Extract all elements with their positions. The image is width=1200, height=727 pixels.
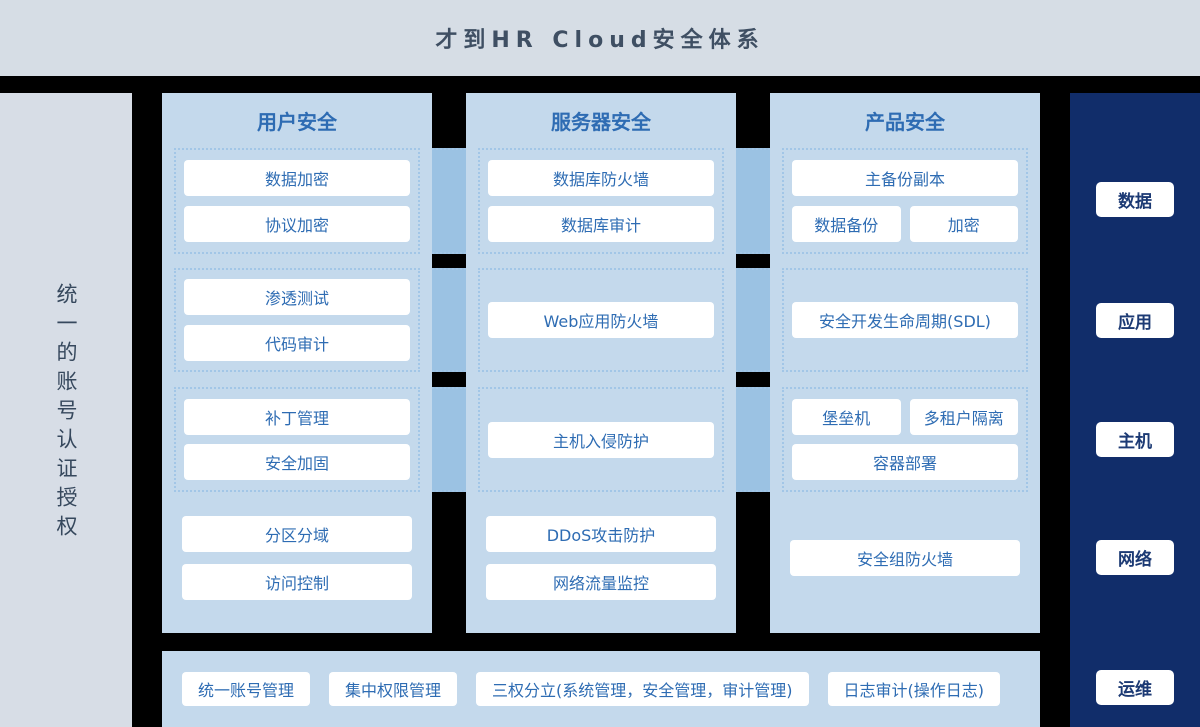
item-row: 协议加密 [184,206,410,242]
security-item: 协议加密 [184,206,410,242]
security-item: 堡垒机 [792,398,901,435]
security-item: 主机入侵防护 [488,421,714,458]
security-item: 数据备份 [792,206,901,242]
right-rail-layers: 数据应用主机网络运维 [1070,93,1200,727]
layer-label: 应用 [1096,303,1174,338]
item-row: 访问控制 [182,563,412,600]
security-item: 安全加固 [184,444,410,481]
connector-strip [736,387,770,492]
column-title: 服务器安全 [551,110,651,134]
item-row: 主备份副本 [792,160,1018,196]
security-column: 用户安全数据加密协议加密渗透测试代码审计补丁管理安全加固分区分域访问控制 [162,93,432,633]
item-row: 代码审计 [184,324,410,361]
security-item: 安全组防火墙 [790,540,1020,576]
page-title: 才到HR Cloud安全体系 [435,28,765,53]
item-row: 主机入侵防护 [488,421,714,458]
security-column: 产品安全主备份副本数据备份加密安全开发生命周期(SDL)堡垒机多租户隔离容器部署… [770,93,1040,633]
security-item: 访问控制 [182,563,412,600]
header-bar: 才到HR Cloud安全体系 [0,0,1200,76]
security-group: Web应用防火墙 [478,268,724,372]
security-group: DDoS攻击防护网络流量监控 [478,505,724,611]
security-item: 数据加密 [184,160,410,196]
bottom-bar-account-governance: 统一账号管理集中权限管理三权分立(系统管理，安全管理，审计管理) 日志审计(操作日… [162,651,1040,727]
bottom-bar-item: 三权分立(系统管理，安全管理，审计管理) [476,672,809,706]
security-group: 堡垒机多租户隔离容器部署 [782,387,1028,492]
layer-label: 数据 [1096,182,1174,217]
left-rail-unified-auth: 统一的账号认证授权 [0,93,132,727]
security-item: 分区分域 [182,516,412,553]
item-row: 数据备份加密 [792,206,1018,242]
security-group: 主机入侵防护 [478,387,724,492]
security-group: 数据加密协议加密 [174,148,420,254]
security-group: 渗透测试代码审计 [174,268,420,372]
security-item: 加密 [909,206,1018,242]
item-row: 堡垒机多租户隔离 [792,398,1018,435]
connector-strip [432,148,466,254]
connector-strip [736,148,770,254]
security-column: 服务器安全数据库防火墙数据库审计 Web应用防火墙主机入侵防护 DDoS攻击防护网络… [466,93,736,633]
item-row: 数据加密 [184,160,410,196]
item-row: Web应用防火墙 [488,302,714,338]
security-item: Web应用防火墙 [488,302,714,338]
item-row: 网络流量监控 [486,563,716,600]
bottom-bar-item: 统一账号管理 [182,672,311,706]
item-row: 安全组防火墙 [790,540,1020,576]
column-title: 产品安全 [865,110,945,134]
security-item: 容器部署 [792,444,1018,481]
security-item: 渗透测试 [184,279,410,316]
security-item: 多租户隔离 [909,398,1018,435]
security-item: 数据库审计 [488,206,714,242]
connector-strip [432,387,466,492]
item-row: 容器部署 [792,444,1018,481]
left-rail-vertical-label: 统一的账号认证授权 [54,283,78,544]
security-item: 网络流量监控 [486,563,716,600]
item-row: 补丁管理 [184,398,410,435]
security-group: 数据库防火墙数据库审计 [478,148,724,254]
security-group: 安全组防火墙 [782,505,1028,611]
security-item: 主备份副本 [792,160,1018,196]
security-item: DDoS攻击防护 [486,516,716,553]
security-item: 代码审计 [184,324,410,361]
security-item: 数据库防火墙 [488,160,714,196]
security-group: 主备份副本数据备份加密 [782,148,1028,254]
layer-label: 运维 [1096,670,1174,705]
bottom-bar-item: 集中权限管理 [329,672,458,706]
item-row: 数据库审计 [488,206,714,242]
column-title: 用户安全 [257,110,337,134]
security-item: 补丁管理 [184,398,410,435]
item-row: 分区分域 [182,516,412,553]
security-item: 安全开发生命周期(SDL) [792,302,1018,338]
connector-strip [736,268,770,372]
item-row: 渗透测试 [184,279,410,316]
item-row: 安全加固 [184,444,410,481]
security-group: 安全开发生命周期(SDL) [782,268,1028,372]
layer-label: 主机 [1096,422,1174,457]
item-row: 安全开发生命周期(SDL) [792,302,1018,338]
security-group: 补丁管理安全加固 [174,387,420,492]
connector-strip [432,268,466,372]
bottom-bar-item: 日志审计(操作日志) [827,672,1001,706]
layer-label: 网络 [1096,540,1174,575]
security-group: 分区分域访问控制 [174,505,420,611]
item-row: DDoS攻击防护 [486,516,716,553]
item-row: 数据库防火墙 [488,160,714,196]
